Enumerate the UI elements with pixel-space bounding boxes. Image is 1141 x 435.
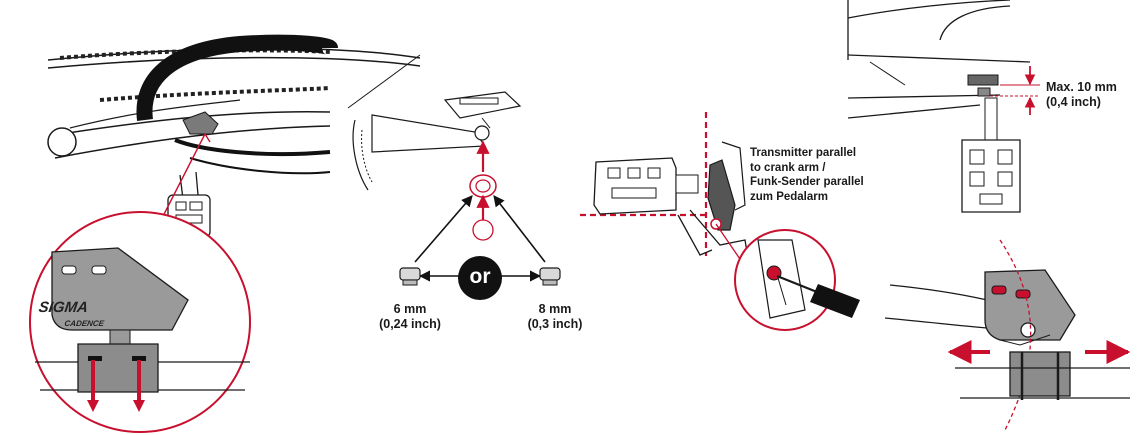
transmitter-side [984,269,1076,341]
panel-magnet-options [347,54,561,286]
chain-lower [99,86,331,102]
zoom-circle-screwdriver [734,229,860,331]
cadence-label: CADENCE [64,319,105,328]
magnet-6mm [399,267,421,286]
zoom-circle-sensor: SIGMA CADENCE [29,211,251,433]
screwdriver-handle [810,284,860,318]
option-left-inch: (0,24 inch) [379,317,441,331]
option-right-label: 8 mm (0,3 inch) [505,302,605,332]
panel-parallel-alignment: Transmitter parallel to crank arm / Funk… [580,112,890,331]
parallel-caption: Transmitter parallel to crank arm / Funk… [750,146,890,204]
panel-gap-distance [847,0,1131,431]
option-left-label: 6 mm (0,24 inch) [360,302,460,332]
option-right-inch: (0,3 inch) [527,317,583,331]
magnet-8mm [539,267,561,286]
panel-chainstay-mount: SIGMA CADENCE [29,34,421,433]
or-badge: or [458,256,502,300]
option-right-size: 8 mm [538,302,572,316]
cadence-sensor [51,247,189,331]
zip-tie-left [87,356,102,412]
max-gap-size: Max. 10 mm [1046,80,1117,94]
caption-line-4: zum Pedalarm [750,190,828,203]
option-left-size: 6 mm [393,302,427,316]
sensor-on-stay [182,111,219,135]
sigma-logo: SIGMA [38,299,90,316]
caption-line-3: Funk-Sender parallel [750,176,864,188]
caption-line-2: to crank arm / [750,161,826,174]
max-gap-label: Max. 10 mm (0,4 inch) [1046,80,1117,110]
sensor-mount [77,343,159,393]
transmitter [707,159,736,231]
max-gap-inch: (0,4 inch) [1046,95,1101,109]
zip-tie-right [132,356,146,412]
caption-line-1: Transmitter parallel [750,147,857,159]
